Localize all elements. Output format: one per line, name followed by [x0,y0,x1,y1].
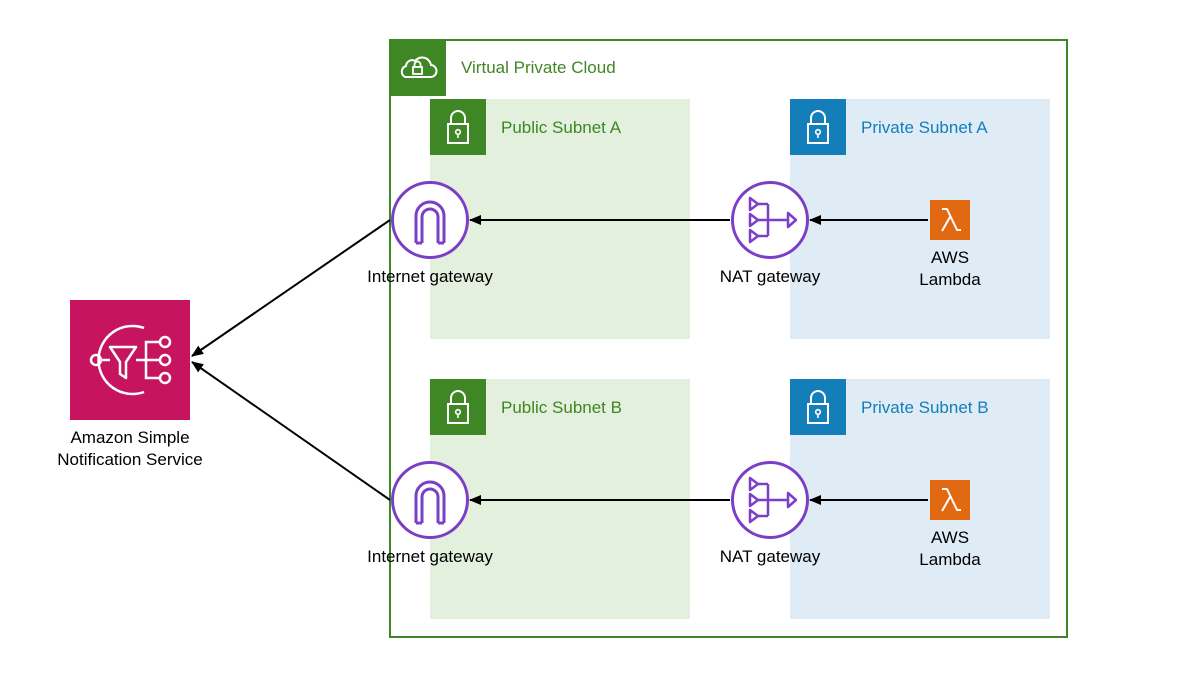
public-subnet-a-title: Public Subnet A [501,118,622,137]
nat-gateway-b-label: NAT gateway [719,547,821,566]
lambda-b-label: AWS Lambda [900,527,1000,571]
edge-igw-b-to-sns [191,361,391,501]
lambda-b-label-line1: AWS [930,528,970,547]
internet-gateway-icon [391,461,469,539]
padlock-icon [447,110,469,144]
lambda-a-label-line1: AWS [930,248,970,267]
public-subnet-a-badge [430,99,486,155]
lambda-a-label-line2: Lambda [919,270,981,289]
cloud-lock-icon [400,56,438,78]
private-subnet-b-badge [790,379,846,435]
lambda-a-node [930,200,970,240]
lambda-a-label: AWS Lambda [900,247,1000,291]
sns-label: Amazon Simple Notification Service [40,427,220,471]
sns-label-line2: Notification Service [57,450,203,469]
private-subnet-a-badge [790,99,846,155]
vpc-title: Virtual Private Cloud [461,58,616,77]
padlock-icon [807,110,829,144]
padlock-icon [447,390,469,424]
public-subnet-b-badge [430,379,486,435]
public-subnet-b-title: Public Subnet B [501,398,622,417]
lambda-icon [941,488,961,512]
nat-gateway-a-label: NAT gateway [719,267,821,286]
nat-gateway-icon [731,461,809,539]
edge-igw-a-to-sns [191,219,391,357]
internet-gateway-icon [391,181,469,259]
vpc-badge [389,39,446,96]
internet-gateway-a-label: Internet gateway [367,267,493,286]
lambda-b-label-line2: Lambda [919,550,981,569]
sns-label-line1: Amazon Simple [70,428,190,447]
sns-node [70,300,190,420]
padlock-icon [807,390,829,424]
internet-gateway-b-label: Internet gateway [367,547,493,566]
lambda-b-node [930,480,970,520]
sns-icon [89,324,172,396]
private-subnet-a-title: Private Subnet A [861,118,988,137]
nat-gateway-icon [731,181,809,259]
lambda-icon [941,208,961,232]
private-subnet-b-title: Private Subnet B [861,398,989,417]
vpc-container [389,39,1068,638]
